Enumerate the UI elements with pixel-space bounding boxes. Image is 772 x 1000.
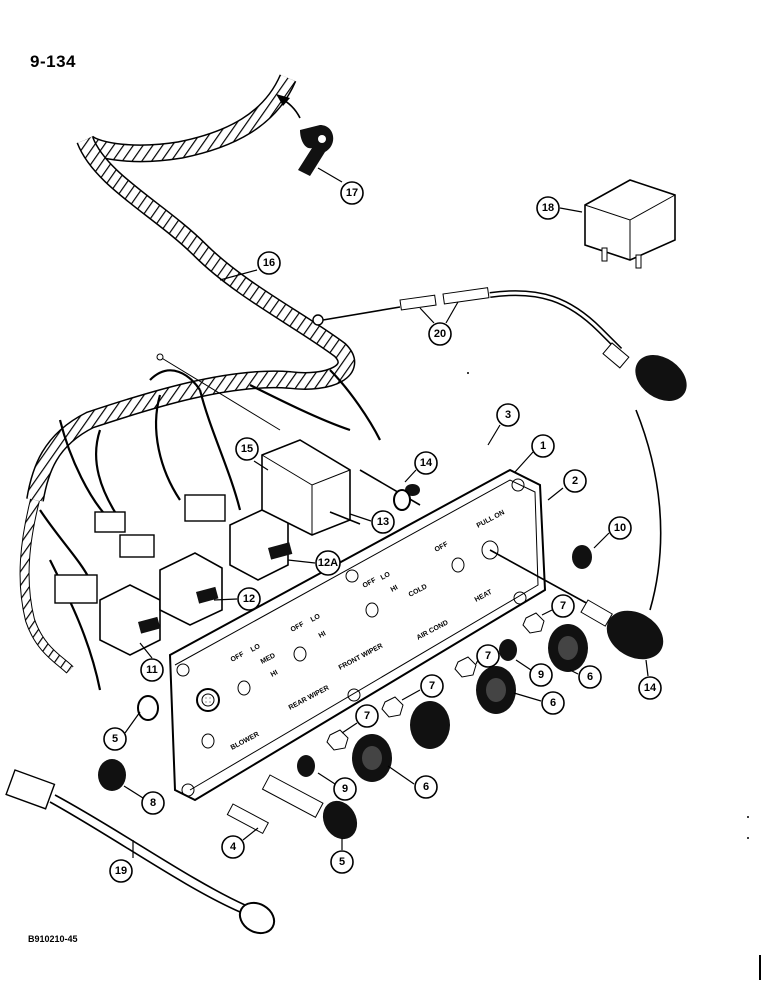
svg-text:6: 6 — [587, 671, 593, 683]
svg-text:8: 8 — [150, 797, 156, 809]
label-hi-2: HI — [318, 630, 328, 639]
svg-text:12A: 12A — [318, 557, 338, 569]
label-lo-1: LO — [250, 643, 262, 654]
switch-knobs — [98, 545, 592, 791]
svg-text:15: 15 — [241, 443, 253, 455]
page-number: 9-134 — [30, 52, 76, 71]
callout-13: 13 — [371, 510, 395, 534]
callout-7d: 7 — [551, 594, 575, 618]
svg-text:5: 5 — [112, 733, 118, 745]
callout-12: 12 — [237, 587, 261, 611]
svg-text:14: 14 — [420, 457, 433, 469]
svg-text:12: 12 — [243, 593, 255, 605]
svg-text:7: 7 — [485, 650, 491, 662]
callout-6a: 6 — [414, 775, 438, 799]
fuse-holder — [226, 774, 358, 840]
svg-text:14: 14 — [644, 682, 657, 694]
callout-10: 10 — [608, 516, 632, 540]
svg-text:7: 7 — [364, 710, 370, 722]
callout-17: 17 — [340, 181, 364, 205]
svg-text:20: 20 — [434, 328, 446, 340]
relay — [584, 179, 676, 269]
callout-16: 16 — [257, 251, 281, 275]
callout-1: 1 — [531, 434, 555, 458]
callout-7a: 7 — [355, 704, 379, 728]
callout-12a: 12A — [315, 550, 341, 576]
svg-text:6: 6 — [423, 781, 429, 793]
callout-19: 19 — [109, 859, 133, 883]
svg-text:13: 13 — [377, 516, 389, 528]
svg-text:9: 9 — [538, 669, 544, 681]
callout-4: 4 — [221, 835, 245, 859]
rotary-switches — [54, 494, 293, 656]
label-hi-1: HI — [270, 669, 280, 678]
svg-text:1: 1 — [540, 440, 546, 452]
wiring-harness-loom — [19, 74, 381, 691]
svg-text:18: 18 — [542, 202, 554, 214]
callout-14a: 14 — [414, 451, 438, 475]
direction-arrow — [276, 94, 301, 119]
callout-5a: 5 — [103, 727, 127, 751]
svg-text:9: 9 — [342, 783, 348, 795]
svg-text:11: 11 — [146, 664, 158, 676]
callout-5b: 5 — [330, 850, 354, 874]
label-hi-3: HI — [390, 584, 400, 593]
svg-text:3: 3 — [505, 409, 511, 421]
svg-text:2: 2 — [572, 475, 578, 487]
callout-7b: 7 — [420, 674, 444, 698]
callout-8: 8 — [141, 791, 165, 815]
label-lo-2: LO — [310, 613, 322, 624]
callout-6c: 6 — [578, 665, 602, 689]
svg-text:17: 17 — [346, 187, 358, 199]
svg-text:10: 10 — [614, 522, 626, 534]
callout-14b: 14 — [638, 676, 662, 700]
callouts: 1 2 3 4 5 5 6 6 6 7 7 7 7 8 9 9 10 11 — [103, 167, 662, 883]
svg-text:5: 5 — [339, 856, 345, 868]
figure-code: B910210-45 — [28, 934, 78, 944]
callout-6b: 6 — [541, 691, 565, 715]
control-cable-upper — [312, 287, 687, 611]
svg-text:7: 7 — [429, 680, 435, 692]
callout-3: 3 — [496, 403, 520, 427]
harness-clip — [298, 125, 334, 176]
svg-text:6: 6 — [550, 697, 556, 709]
control-panel: OFF LO MED HI OFF LO HI OFF LO HI OFF PU… — [168, 468, 547, 802]
callout-20: 20 — [428, 322, 452, 346]
timer-module — [261, 439, 421, 536]
callout-15: 15 — [235, 437, 259, 461]
lamp-harness — [5, 769, 276, 935]
callout-18: 18 — [536, 196, 560, 220]
svg-text:4: 4 — [230, 841, 237, 853]
label-lo-3: LO — [380, 571, 392, 582]
callout-9b: 9 — [529, 663, 553, 687]
svg-text:7: 7 — [560, 600, 566, 612]
svg-text:16: 16 — [263, 257, 275, 269]
callout-2: 2 — [563, 469, 587, 493]
svg-text:19: 19 — [115, 865, 127, 877]
callout-9a: 9 — [333, 777, 357, 801]
push-pull-knob — [393, 489, 664, 660]
callout-11: 11 — [140, 658, 164, 682]
callout-7c: 7 — [476, 644, 500, 668]
